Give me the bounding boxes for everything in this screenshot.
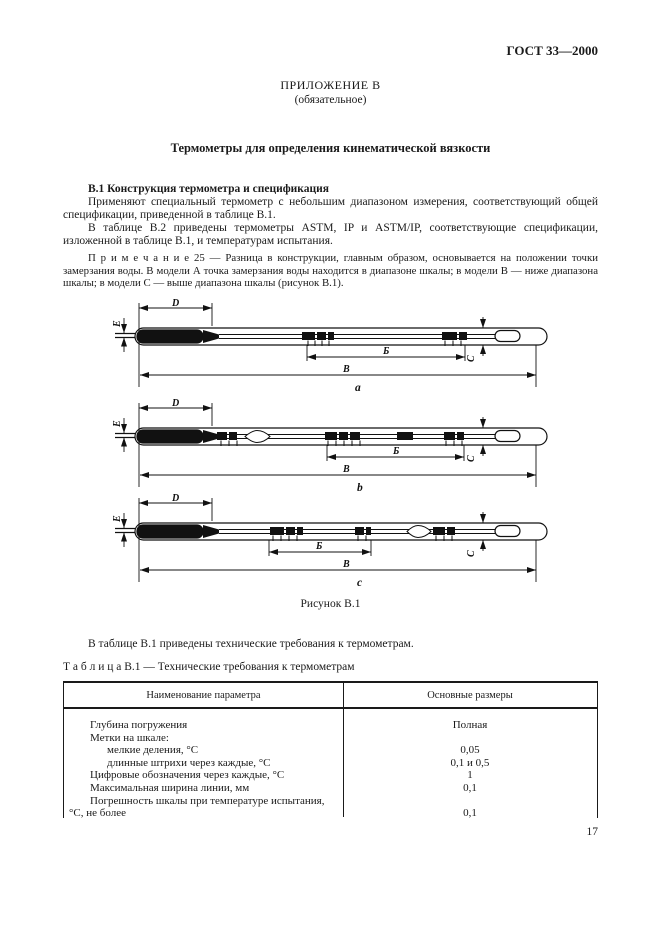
scale-marks	[302, 332, 467, 340]
page-number: 17	[586, 826, 599, 838]
value-cell	[343, 732, 597, 745]
value-cell: Полная	[452, 719, 488, 731]
appendix-subtitle: (обязательное)	[294, 94, 367, 106]
table-body: Глубина погружения Полная Метки на шкале…	[64, 709, 597, 820]
value-cell: 0,1	[463, 781, 477, 794]
dim-label-d: D	[171, 299, 179, 309]
param-cell: Максимальная ширина линии, мм	[90, 781, 250, 794]
dim-label-scale: Б	[392, 446, 400, 457]
value-cell: 0,05	[460, 744, 480, 757]
scale-ticks	[221, 441, 462, 447]
page-title: Термометры для определения кинематическо…	[170, 141, 491, 155]
dim-label-total: В	[342, 364, 350, 375]
dim-label-c: С	[466, 355, 477, 362]
dim-label-e: E	[112, 320, 123, 328]
paragraph-2: В таблице В.2 приведены термометры ASTM,…	[63, 222, 598, 248]
table-row: Максимальная ширина линии, мм 0,1	[64, 782, 597, 795]
table-caption: Т а б л и ц а В.1 — Технические требован…	[63, 661, 355, 673]
table-row: Метки на шкале:	[64, 732, 597, 745]
paragraph-3: В таблице В.1 приведены технические треб…	[88, 638, 414, 650]
thermometer-diagram-c: D E С Б В с	[112, 494, 552, 589]
param-cell: мелкие деления, °С	[107, 744, 199, 757]
value-cell: 0,1	[463, 807, 477, 820]
dim-label-c: С	[466, 550, 477, 557]
dim-label-e: E	[112, 420, 123, 428]
note-paragraph: П р и м е ч а н и е 25 — Разница в конст…	[63, 252, 598, 290]
scale-marks	[217, 432, 464, 440]
scale-ticks	[273, 536, 452, 542]
table-header-row: Наименование параметра Основные размеры	[64, 683, 597, 709]
dim-label-d: D	[171, 399, 179, 409]
value-cell: 0,1 и 0,5	[450, 756, 490, 769]
thermometer-body	[115, 523, 547, 540]
requirements-table: Наименование параметра Основные размеры …	[63, 681, 598, 820]
section-heading: В.1 Конструкция термометра и спецификаци…	[88, 183, 329, 195]
dimension-lines	[121, 498, 536, 582]
expansion-chamber	[407, 526, 431, 538]
param-cell: Цифровые обозначения через каждые, °С	[90, 769, 285, 782]
dim-label-d: D	[171, 494, 179, 504]
thermometer-diagram-b: D E С Б В b	[112, 399, 552, 494]
contraction-chamber	[245, 431, 270, 443]
doc-number: ГОСТ 33—2000	[506, 43, 598, 58]
thermometer-diagram-a: D E С Б В а	[112, 299, 552, 394]
table-row: Погрешность шкалы при температуре испыта…	[64, 795, 597, 820]
dim-label-total: В	[342, 559, 350, 570]
dim-label-scale: Б	[382, 346, 390, 357]
dim-label-e: E	[112, 515, 123, 523]
table-row: Цифровые обозначения через каждые, °С 1	[64, 769, 597, 782]
table-header-parameter: Наименование параметра	[146, 689, 261, 701]
dimension-lines	[121, 303, 536, 387]
table-row: Глубина погружения Полная	[64, 719, 597, 732]
figure-caption: Рисунок В.1	[300, 598, 361, 610]
table-row: длинные штрихи через каждые, °С 0,1 и 0,…	[64, 757, 597, 770]
table-row: мелкие деления, °С 0,05	[64, 744, 597, 757]
param-cell: Глубина погружения	[90, 719, 188, 731]
param-cell: Погрешность шкалы при температуре испыта…	[69, 794, 325, 820]
subfigure-label-c: с	[357, 577, 362, 589]
param-cell: длинные штрихи через каждые, °С	[107, 756, 271, 769]
scale-ticks	[308, 341, 461, 347]
param-cell: Метки на шкале:	[90, 731, 169, 744]
dim-label-total: В	[342, 464, 350, 475]
appendix-title: ПРИЛОЖЕНИЕ В	[280, 78, 381, 92]
value-cell: 1	[467, 769, 473, 782]
dim-label-scale: Б	[315, 541, 323, 552]
paragraph-1: Применяют специальный термометр с неболь…	[63, 196, 598, 222]
table-column-divider	[343, 683, 344, 817]
dim-label-c: С	[466, 455, 477, 462]
table-header-dimensions: Основные размеры	[427, 689, 513, 701]
scale-marks	[270, 527, 455, 535]
subfigure-label-a: а	[355, 382, 361, 394]
dimension-lines	[121, 403, 536, 487]
subfigure-label-b: b	[357, 482, 363, 494]
